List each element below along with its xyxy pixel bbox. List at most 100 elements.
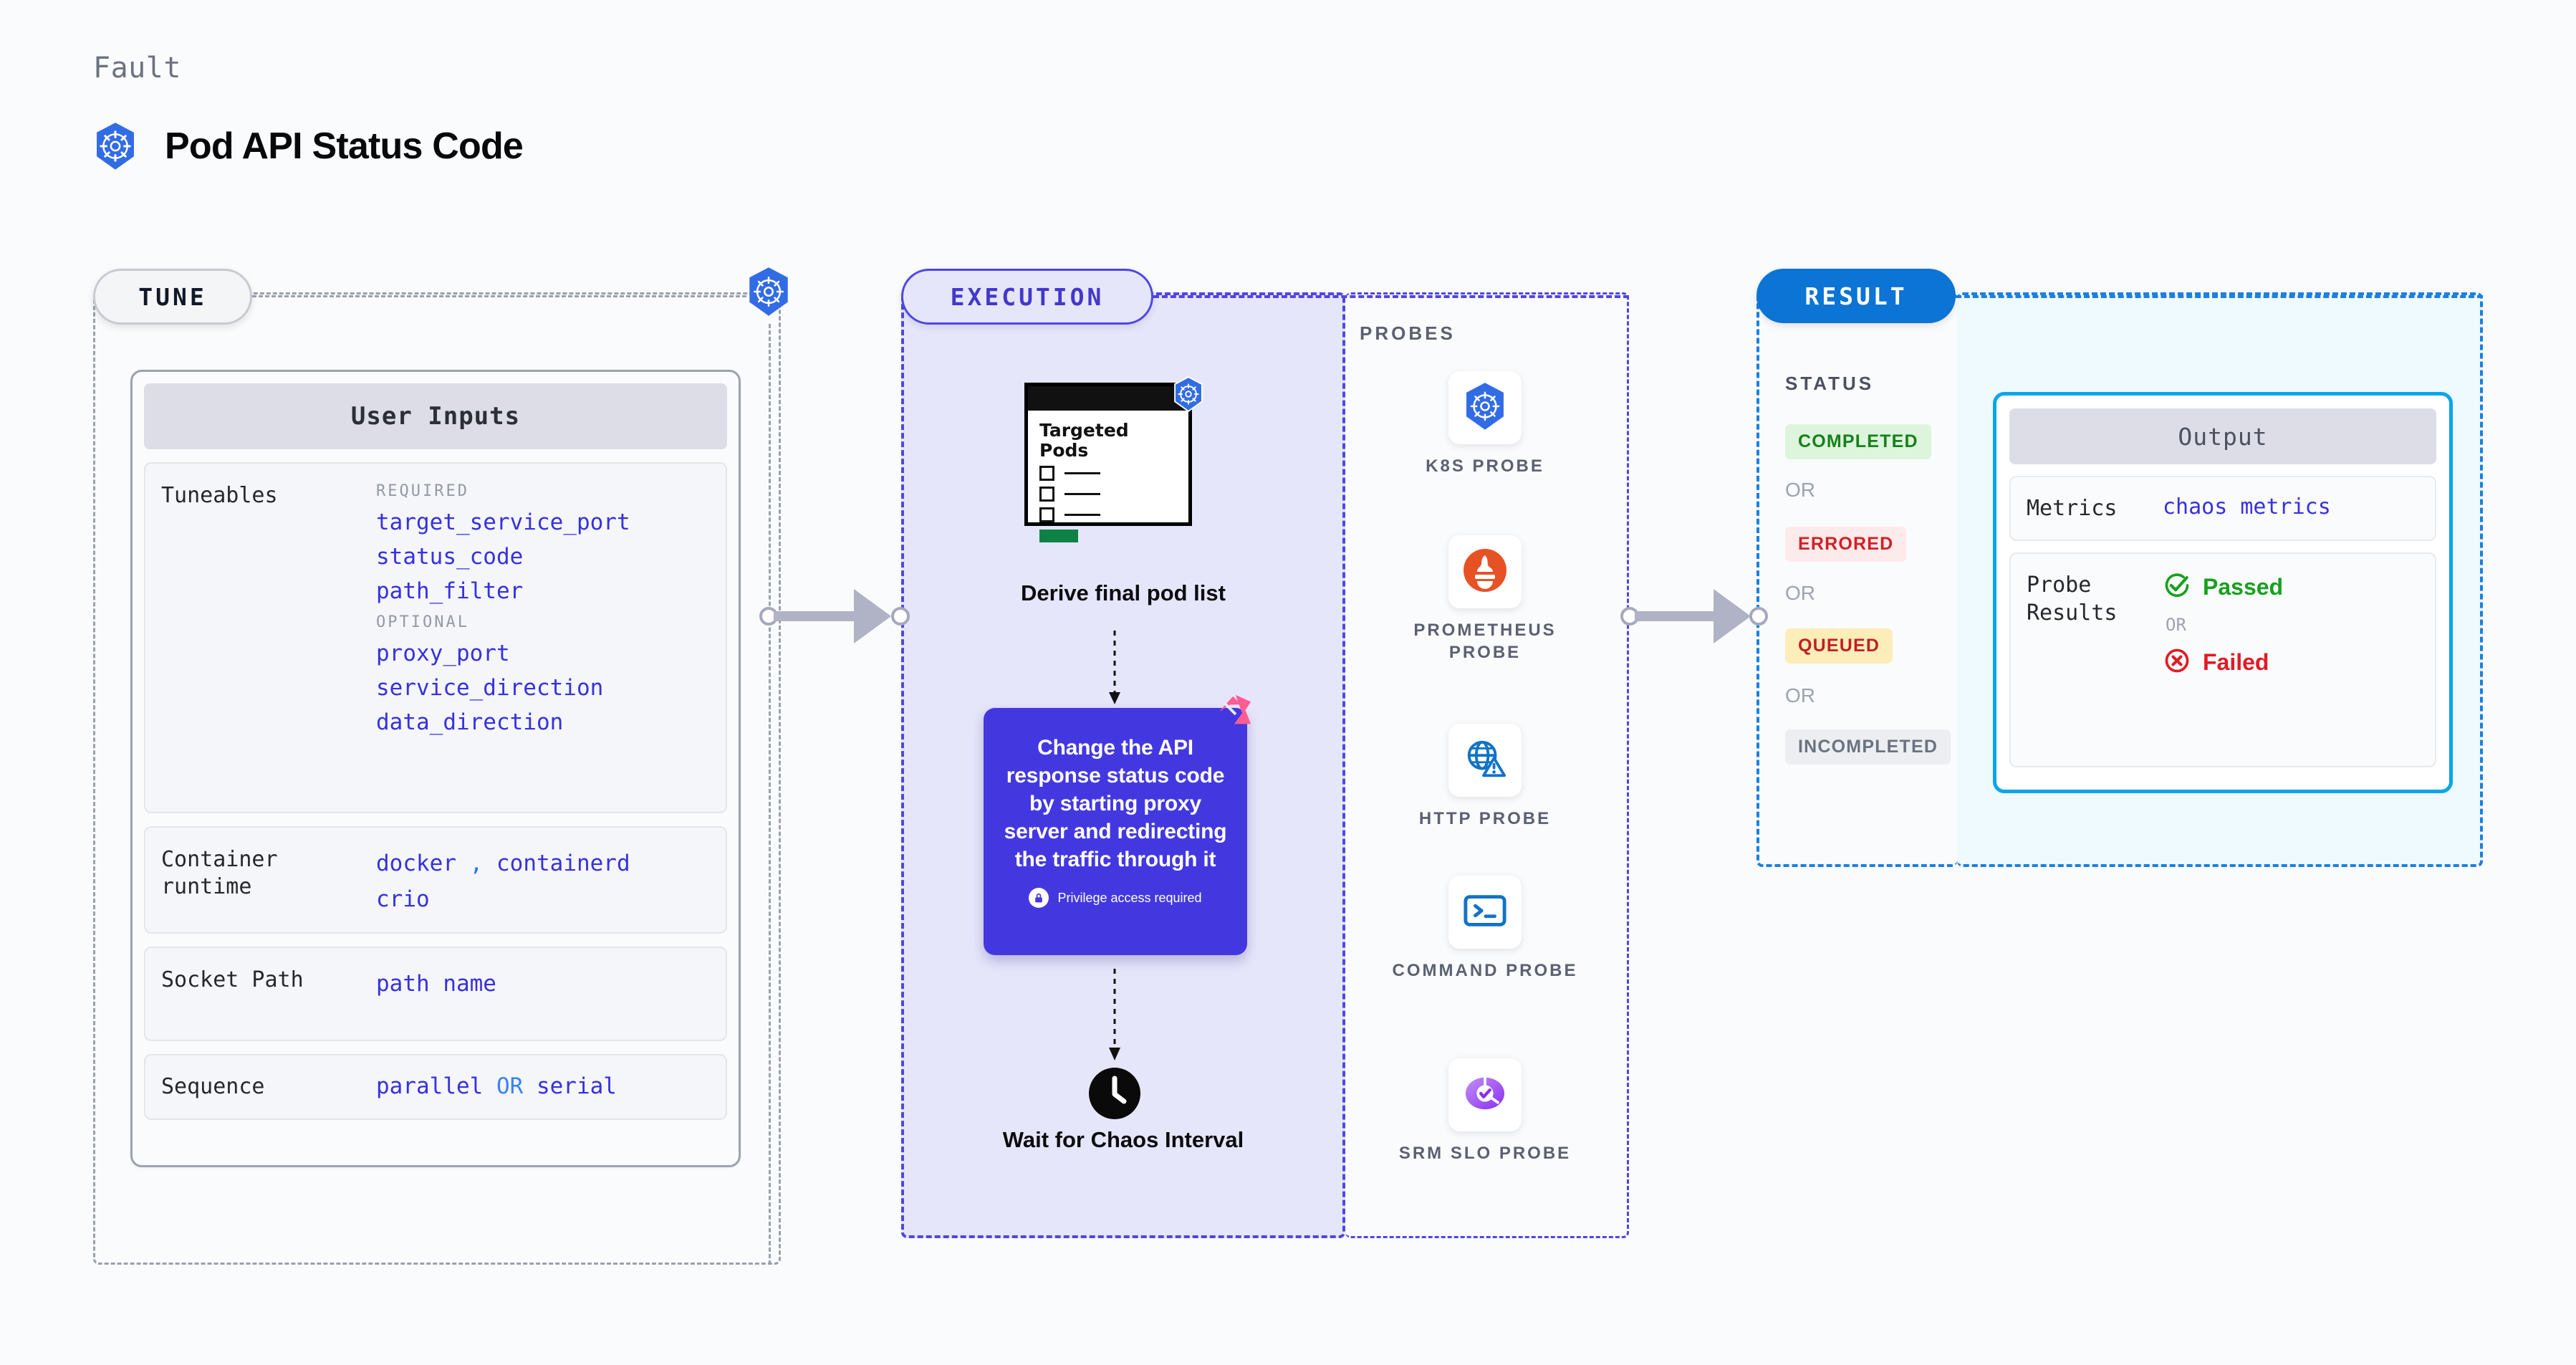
pod-row (1039, 487, 1177, 502)
container-runtime-label: Container runtime (161, 847, 278, 900)
execution-action-card: Change the API response status code by s… (984, 708, 1247, 955)
litmus-icon (1215, 694, 1256, 734)
kubernetes-icon (1463, 382, 1507, 434)
checkbox-icon (1039, 487, 1054, 502)
probe-label: K8S PROBE (1426, 456, 1544, 476)
targeted-pods-title: Targeted Pods (1039, 420, 1129, 461)
runtime-docker[interactable]: docker (376, 851, 456, 876)
clock-icon (1087, 1066, 1142, 1124)
status-or-1: OR (1785, 479, 1815, 501)
lock-icon (1029, 888, 1049, 908)
pod-name-placeholder (1064, 514, 1100, 516)
tuneable-service-direction[interactable]: service_direction (376, 675, 604, 701)
page-kicker: Fault (93, 52, 181, 85)
execution-top-dashed-line (1153, 295, 1629, 298)
status-badge-queued: QUEUED (1785, 628, 1893, 664)
tuneables-optional-label: OPTIONAL (376, 613, 469, 632)
tuneable-path-filter[interactable]: path_filter (376, 578, 524, 605)
probe-label: COMMAND PROBE (1392, 961, 1578, 980)
document-titlebar (1028, 386, 1188, 411)
sequence-serial[interactable]: serial (536, 1073, 617, 1100)
connector-end-dot (891, 607, 910, 626)
privilege-required-badge: Privilege access required (1004, 888, 1227, 908)
selected-indicator (1039, 530, 1078, 542)
probe-result-failed: Failed (2163, 646, 2419, 679)
socket-path-value[interactable]: path name (376, 971, 496, 997)
tuneables-required-label: REQUIRED (376, 482, 469, 500)
tune-top-dashed-line (252, 295, 746, 297)
probe-command[interactable]: COMMAND PROBE (1388, 876, 1582, 982)
wait-chaos-interval-caption: Wait for Chaos Interval (1002, 1127, 1244, 1152)
checkbox-icon (1039, 507, 1054, 522)
tuneable-target-service-port[interactable]: target_service_port (376, 509, 630, 535)
probe-tile (1448, 876, 1522, 949)
probe-results-label: Probe Results (2027, 573, 2118, 626)
connector-tune-to-execution (759, 588, 920, 645)
probe-k8s[interactable]: K8S PROBE (1388, 371, 1582, 478)
checkbox-icon (1039, 466, 1054, 481)
probe-failed-label: Failed (2203, 649, 2269, 675)
probe-results-row: Probe Results Passed OR (2009, 552, 2436, 767)
kubernetes-icon (1171, 375, 1206, 416)
status-title: STATUS (1785, 373, 1875, 394)
probe-prometheus[interactable]: PROMETHEUS PROBE (1388, 535, 1582, 664)
http-globe-warning-icon (1463, 737, 1507, 785)
socket-path-section: Socket Path path name (144, 947, 727, 1041)
probe-tile (1448, 535, 1522, 608)
probe-tile (1448, 724, 1522, 797)
user-inputs-header: User Inputs (144, 383, 727, 449)
sequence-label: Sequence (161, 1073, 265, 1099)
sequence-section: Sequence parallel OR serial (144, 1054, 727, 1120)
tuneable-proxy-port[interactable]: proxy_port (376, 641, 510, 667)
action-card-text: Change the API response status code by s… (1004, 736, 1227, 871)
runtime-separator: , (469, 851, 484, 876)
probe-srm-slo[interactable]: SRM SLO PROBE (1388, 1058, 1582, 1165)
runtime-crio[interactable]: crio (376, 886, 430, 912)
probe-label: HTTP PROBE (1418, 809, 1552, 828)
tune-right-dashed-line (769, 324, 771, 1265)
execution-stage-pill[interactable]: EXECUTION (901, 269, 1153, 325)
probes-title: PROBES (1360, 322, 1456, 344)
status-or-2: OR (1785, 582, 1815, 604)
status-badge-errored: ERRORED (1785, 527, 1907, 562)
privilege-required-text: Privilege access required (1057, 890, 1202, 905)
metrics-row: Metrics chaos metrics (2009, 476, 2436, 541)
probe-http[interactable]: HTTP PROBE (1388, 724, 1582, 830)
output-card: Output Metrics chaos metrics Probe Resul… (1993, 392, 2453, 793)
user-inputs-card: User Inputs Tuneables REQUIRED target_se… (130, 370, 741, 1167)
pod-name-placeholder (1064, 493, 1100, 495)
derive-pod-list-caption: Derive final pod list (1021, 580, 1226, 605)
container-runtime-values: docker , containerd crio (376, 846, 710, 917)
pod-name-placeholder (1064, 472, 1100, 474)
container-runtime-section: Container runtime docker , containerd cr… (144, 826, 727, 934)
metrics-value[interactable]: chaos metrics (2163, 494, 2331, 519)
socket-path-values: path name (376, 967, 710, 1002)
probe-label: PROMETHEUS PROBE (1413, 621, 1557, 662)
tuneables-label: Tuneables (161, 483, 278, 508)
runtime-containerd[interactable]: containerd (496, 851, 630, 876)
flow-arrow-action-to-wait (1103, 969, 1126, 1065)
sequence-values: parallel OR serial (376, 1069, 710, 1105)
flow-arrow-derive-to-action (1103, 631, 1126, 709)
pod-row (1039, 507, 1177, 522)
x-circle-icon (2163, 646, 2191, 679)
tuneable-status-code[interactable]: status_code (376, 544, 524, 570)
result-stage-pill[interactable]: RESULT (1756, 269, 1956, 323)
probe-label: SRM SLO PROBE (1398, 1144, 1572, 1163)
status-badge-completed: COMPLETED (1785, 424, 1931, 459)
terminal-icon (1463, 892, 1507, 933)
check-circle-icon (2163, 571, 2191, 603)
tuneable-data-direction[interactable]: data_direction (376, 709, 564, 736)
metrics-label: Metrics (2027, 496, 2118, 521)
socket-path-label: Socket Path (161, 967, 304, 992)
connector-execution-to-result (1620, 588, 1778, 645)
sequence-parallel[interactable]: parallel (376, 1073, 484, 1100)
status-badge-incompleted: INCOMPLETED (1785, 729, 1951, 765)
tuneables-section: Tuneables REQUIRED target_service_port s… (144, 462, 727, 813)
kubernetes-icon (746, 267, 792, 320)
probe-passed-label: Passed (2203, 574, 2284, 600)
prometheus-icon (1462, 547, 1508, 597)
sequence-or: OR (496, 1073, 524, 1100)
tune-stage-pill[interactable]: TUNE (93, 269, 252, 325)
probe-result-passed: Passed (2163, 571, 2419, 603)
